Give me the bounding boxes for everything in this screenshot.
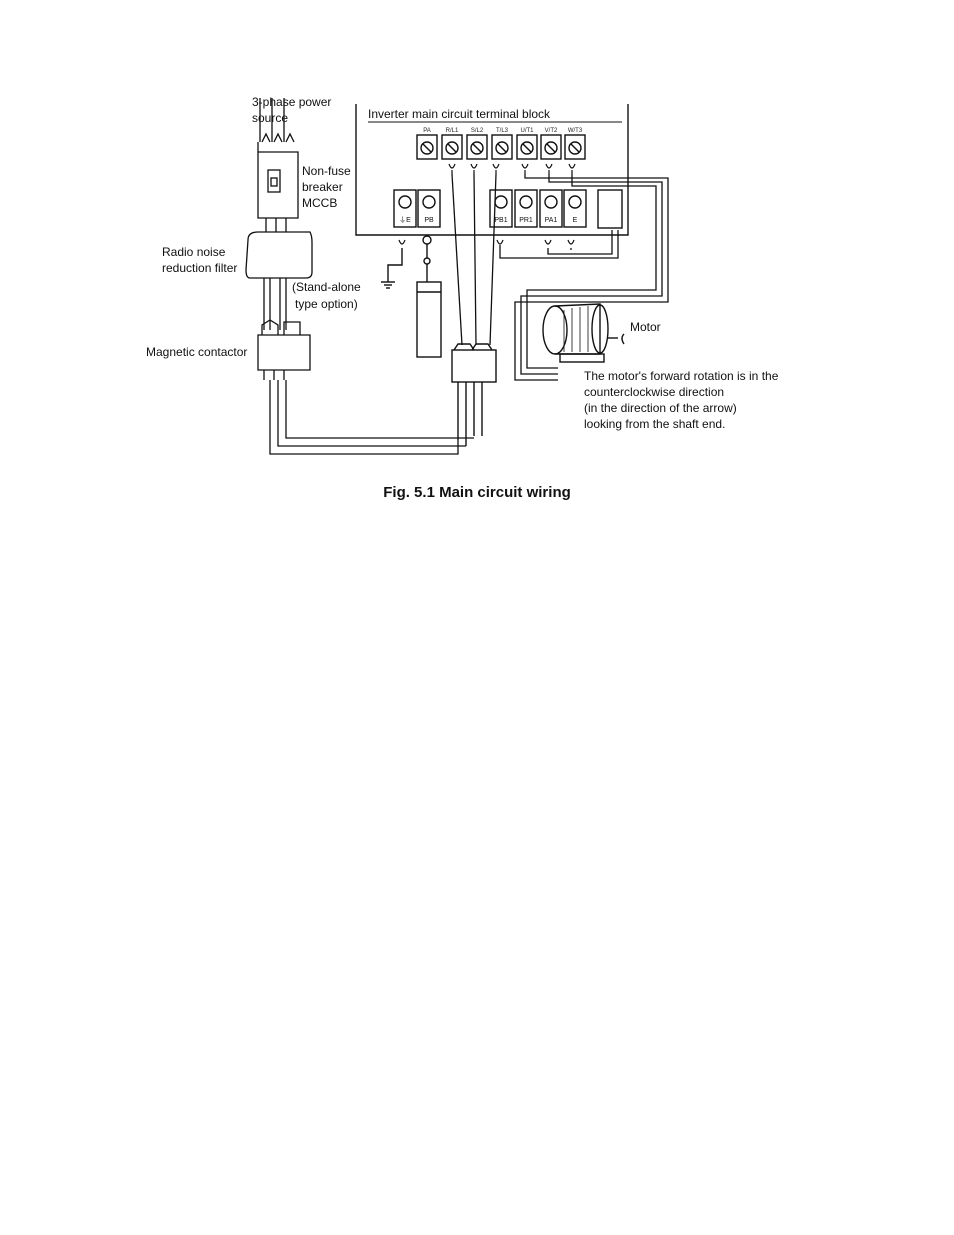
filter-label-line2: reduction filter: [162, 261, 238, 275]
motor-drawing: [542, 303, 625, 363]
ground-symbol: [381, 248, 403, 289]
breaker-label-line2: breaker: [302, 180, 343, 194]
contactor-label: Magnetic contactor: [146, 345, 248, 359]
terminal-label-t-l3: T/L3: [495, 128, 508, 134]
braking-resistor: [416, 235, 442, 358]
main-circuit-wiring-diagram: PA R/L1 S/L2 T/L3 U/T1 V/T2 W/T3 ⏚E PB P…: [140, 90, 820, 500]
crimp-lugs: [398, 163, 576, 245]
input-reactor: [451, 343, 497, 446]
terminal-label-pa: PA: [423, 128, 431, 134]
power-input-chain: [245, 98, 474, 455]
rotation-note-line4: looking from the shaft end.: [584, 417, 726, 431]
motor-label: Motor: [630, 320, 661, 334]
option-label-line1: (Stand-alone: [292, 280, 361, 294]
terminal-label-ground: ⏚E: [399, 217, 411, 224]
control-board: [597, 189, 623, 229]
bottom-left-terminals: [393, 189, 441, 228]
bottom-right-terminals: [489, 189, 623, 229]
power-source-label-line1: 3-phase power: [252, 95, 332, 109]
wiring-drawing: [245, 98, 669, 455]
terminal-label-pb: PB: [424, 217, 434, 224]
terminal-label-r-l1: R/L1: [445, 128, 459, 134]
inverter-enclosure: [355, 104, 629, 236]
breaker-label-line3: MCCB: [302, 196, 338, 210]
terminal-label-pr1: PR1: [519, 217, 533, 224]
breaker-label-line1: Non-fuse: [302, 164, 351, 178]
power-source-label-line2: source: [252, 111, 289, 125]
top-terminal-row: [416, 134, 586, 160]
figure-caption: Fig. 5.1 Main circuit wiring: [383, 484, 571, 501]
rotation-note-line2: counterclockwise direction: [584, 385, 725, 399]
motor-wires: [514, 174, 669, 381]
terminal-label-w-t3: W/T3: [567, 128, 583, 134]
terminal-label-u-t1: U/T1: [520, 128, 534, 134]
terminal-label-e: E: [572, 217, 578, 224]
option-label-line2: type option): [295, 297, 358, 311]
rotation-note-line3: (in the direction of the arrow): [584, 401, 737, 415]
rotation-note-line1: The motor's forward rotation is in the: [584, 369, 779, 383]
terminal-label-s-l2: S/L2: [470, 128, 484, 134]
terminal-block-label: Inverter main circuit terminal block: [368, 107, 551, 121]
terminal-label-pa1: PA1: [544, 217, 558, 224]
filter-label-line1: Radio noise: [162, 245, 226, 259]
dc-link-wiring: [499, 230, 619, 259]
input-wires: [451, 173, 497, 346]
terminal-label-v-t2: V/T2: [544, 128, 558, 134]
terminal-label-pb1: PB1: [494, 217, 508, 224]
